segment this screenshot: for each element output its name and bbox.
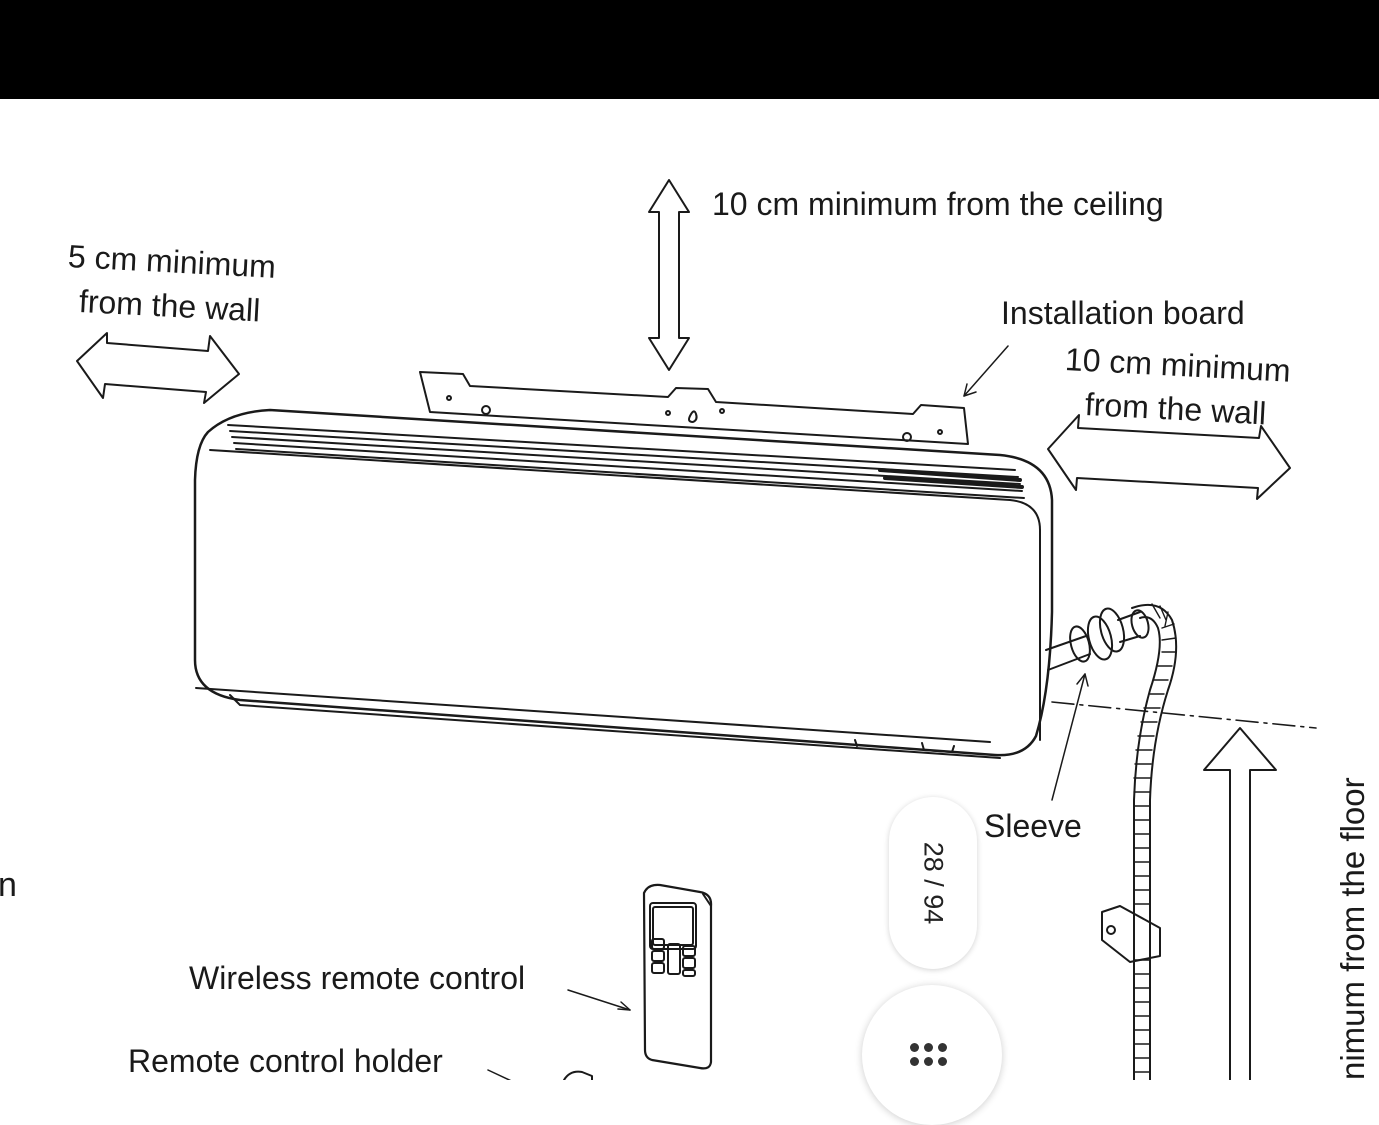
sleeve-leader xyxy=(1051,673,1086,801)
floor-clearance-arrow xyxy=(1203,727,1277,1080)
hose-clip xyxy=(1101,905,1161,963)
installation-board-label: Installation board xyxy=(1001,295,1245,331)
ceiling-clearance-label: 10 cm minimum from the ceiling xyxy=(712,186,1164,222)
indoor-unit-body xyxy=(193,408,1054,757)
top-black-bar xyxy=(0,0,1379,99)
reference-line xyxy=(1051,701,1317,729)
apps-grid-icon xyxy=(910,1043,958,1066)
remote-leader xyxy=(567,989,631,1011)
remote-holder xyxy=(563,1070,593,1080)
page-indicator-text: 28 / 94 xyxy=(918,841,949,925)
sleeve-label: Sleeve xyxy=(984,808,1082,844)
floor-clearance-label: nimum from the floor xyxy=(1334,777,1371,1080)
remote-holder-label: Remote control holder xyxy=(128,1043,443,1079)
installation-board xyxy=(419,371,969,445)
pipe xyxy=(1045,635,1091,671)
left-wall-clearance-arrow xyxy=(76,332,240,404)
wireless-remote-control xyxy=(642,883,713,1070)
ceiling-clearance-arrow xyxy=(648,179,690,371)
cut-off-text-fragment: n xyxy=(0,866,17,904)
installation-diagram xyxy=(76,179,1317,1080)
installation-board-leader xyxy=(963,345,1009,397)
remote-control-label: Wireless remote control xyxy=(189,960,526,996)
page-indicator-pill[interactable] xyxy=(889,797,977,969)
right-wall-clearance-arrow xyxy=(1047,414,1291,500)
apps-menu-button[interactable] xyxy=(862,985,1002,1125)
